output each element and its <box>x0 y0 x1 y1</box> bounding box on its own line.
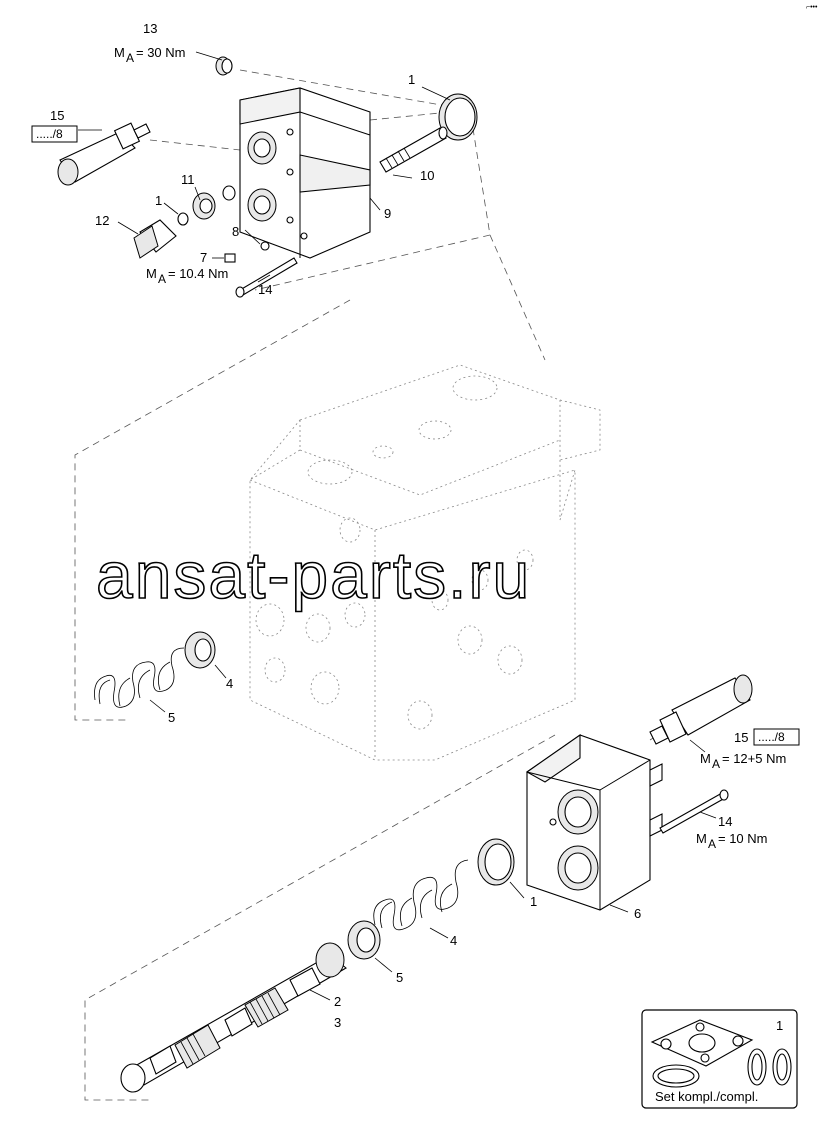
leader-5-mid <box>149 699 166 713</box>
label-15-top: 15 <box>50 108 64 123</box>
watermark: ansat-parts.ru <box>96 538 531 612</box>
torque-14-value: = 10 Nm <box>718 831 768 846</box>
seal-disc-1-top <box>438 93 478 141</box>
o-ring-small <box>222 185 236 201</box>
top-assembly: 13 M A = 30 Nm 15 ...../8 1 11 1 12 8 7 … <box>31 21 491 298</box>
ref-box-15-top <box>31 125 78 143</box>
torque-7-m: M <box>146 266 157 281</box>
cap-12 <box>133 219 177 259</box>
label-14-top: 14 <box>258 282 272 297</box>
torque-15-value: = 12+5 Nm <box>722 751 786 766</box>
ref-box-15-bottom <box>753 728 800 746</box>
label-14-bottom: 14 <box>718 814 732 829</box>
main-housing-phantom <box>249 364 601 761</box>
guide-left <box>74 299 351 721</box>
valve-block-6 <box>525 733 663 911</box>
guide-right <box>489 234 546 361</box>
nut-11 <box>192 192 216 220</box>
label-3: 3 <box>334 1015 341 1030</box>
torque-13-value: = 30 Nm <box>136 45 186 60</box>
torque-7-sub: A <box>158 272 166 286</box>
label-4-bottom: 4 <box>450 933 457 948</box>
plug-7 <box>224 253 236 263</box>
washer-5-bottom <box>347 920 381 960</box>
label-5-bottom: 5 <box>396 970 403 985</box>
torque-15-sub: A <box>712 757 720 771</box>
bolt-14-bottom <box>659 789 729 834</box>
ref-15-bottom: ...../8 <box>758 730 785 744</box>
washer-4-middle <box>184 631 216 669</box>
kit-gasket <box>650 1019 754 1067</box>
label-10: 10 <box>420 168 434 183</box>
ref-15-top: ...../8 <box>36 127 63 141</box>
spring-4-bottom <box>373 859 469 931</box>
label-1-top: 1 <box>408 72 415 87</box>
solenoid-15-bottom <box>649 674 753 745</box>
torque-13-sub: A <box>126 51 134 65</box>
torque-14-m: M <box>696 831 707 846</box>
label-1-bottom: 1 <box>530 894 537 909</box>
bottom-assembly: 15 ...../8 M A = 12+5 Nm 14 M A = 10 Nm … <box>84 674 800 1101</box>
seal-ring-1-bottom <box>477 838 515 886</box>
spool-assembly-2-3 <box>120 942 347 1093</box>
label-5-middle: 5 <box>168 710 175 725</box>
leader-4-mid <box>214 664 227 679</box>
label-6: 6 <box>634 906 641 921</box>
label-7: 7 <box>200 250 207 265</box>
label-8: 8 <box>232 224 239 239</box>
valve-block-9 <box>239 87 371 259</box>
label-13: 13 <box>143 21 157 36</box>
torque-14-sub: A <box>708 837 716 851</box>
spool-10 <box>379 126 448 173</box>
label-4-middle: 4 <box>226 676 233 691</box>
torque-7-value: = 10.4 Nm <box>168 266 228 281</box>
label-2: 2 <box>334 994 341 1009</box>
seal-kit-box: 1 Set kompl./compl. <box>641 1009 798 1109</box>
solenoid-15-top <box>57 122 151 186</box>
label-1b-top: 1 <box>155 193 162 208</box>
label-15-bottom: 15 <box>734 730 748 745</box>
kit-number: 1 <box>776 1018 783 1033</box>
kit-caption: Set kompl./compl. <box>655 1089 758 1104</box>
o-ring-1-top <box>177 212 189 226</box>
ball-8 <box>260 241 270 251</box>
label-12: 12 <box>95 213 109 228</box>
plug-13 <box>215 56 233 76</box>
bolt-14-top <box>235 257 298 298</box>
torque-13-m: M <box>114 45 125 60</box>
torque-15-m: M <box>700 751 711 766</box>
corner-mark: ⌐••• <box>806 4 818 11</box>
label-11: 11 <box>181 172 195 187</box>
spring-5-middle <box>94 647 185 708</box>
label-9: 9 <box>384 206 391 221</box>
